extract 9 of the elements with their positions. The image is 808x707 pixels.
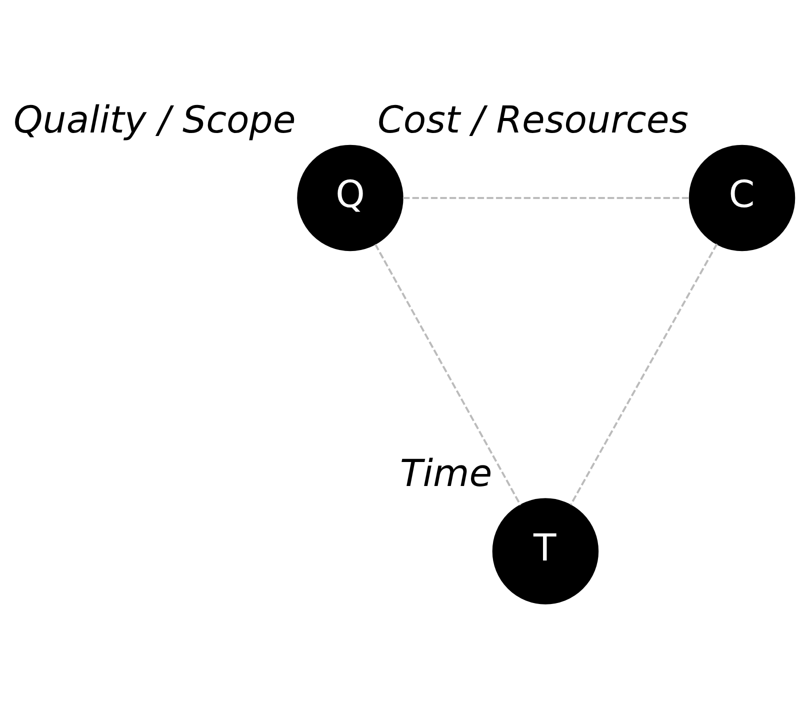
node-label: Quality / Scope [14,97,296,142]
node-circle: Q [297,144,404,251]
node-label: Time [400,450,492,495]
connector [403,196,690,198]
node-label: Cost / Resources [377,97,689,142]
node-circle: T [492,498,599,604]
connector [374,243,522,505]
node-circle: C [688,144,796,251]
connector [570,243,718,505]
